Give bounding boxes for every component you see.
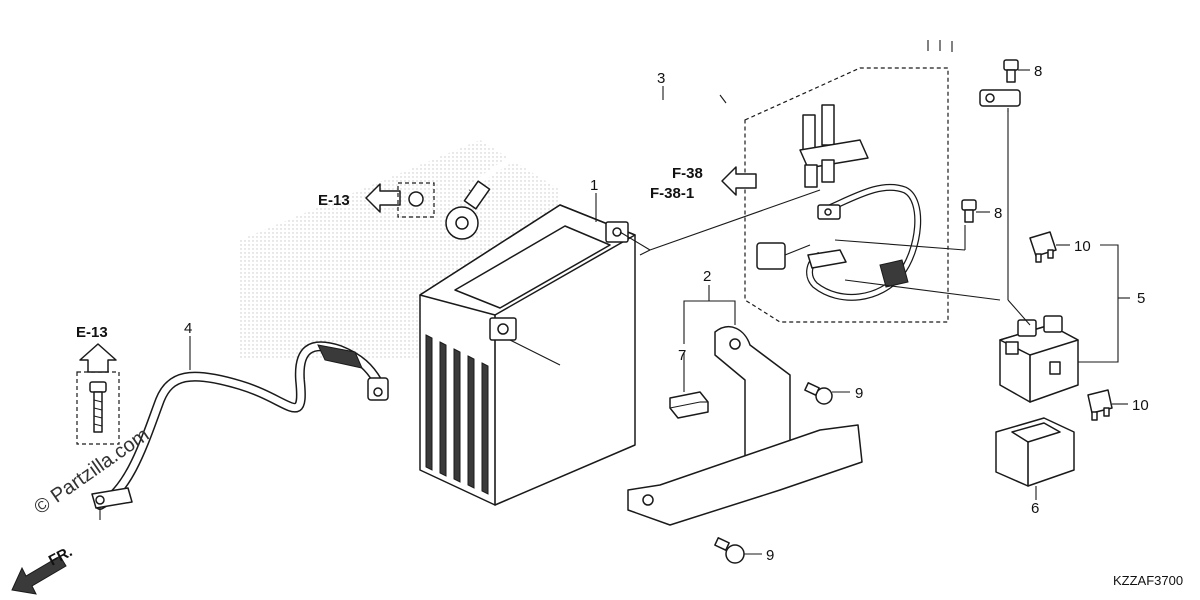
callout-9-upper: 9 xyxy=(855,385,863,402)
callout-10-upper: 10 xyxy=(1074,238,1091,255)
cable-lower xyxy=(91,341,389,520)
callout-10-lower: 10 xyxy=(1132,397,1149,414)
inner-wire xyxy=(756,183,922,301)
callout-9-lower: 9 xyxy=(766,547,774,564)
arrow-left-f38-icon xyxy=(721,166,757,196)
fuse-lower xyxy=(1087,389,1113,421)
coupler xyxy=(799,104,869,188)
callout-4: 4 xyxy=(184,320,192,337)
callout-7: 7 xyxy=(678,347,686,364)
callout-8-middle: 8 xyxy=(994,205,1002,222)
callout-1: 1 xyxy=(590,177,598,194)
dashed-group-box xyxy=(744,67,949,323)
bracket xyxy=(627,326,863,526)
ref-e13-bottom: E-13 xyxy=(76,324,108,341)
bolt-e13 xyxy=(76,371,120,445)
relay-cover xyxy=(995,417,1075,487)
leader-lines xyxy=(189,69,1130,555)
diagram-code: KZZAF3700 xyxy=(1113,573,1183,588)
ref-e13-left: E-13 xyxy=(318,192,350,209)
callout-8-upper: 8 xyxy=(1034,63,1042,80)
ref-f38-1: F-38-1 xyxy=(650,185,694,202)
arrow-up-e13-icon xyxy=(79,343,117,373)
callout-6: 6 xyxy=(1031,500,1039,517)
bolt-8-middle xyxy=(961,199,977,223)
bolt-8-upper xyxy=(1003,59,1019,83)
callout-2: 2 xyxy=(703,268,711,285)
cable-upper xyxy=(445,40,1021,240)
arrow-left-e13-icon xyxy=(365,182,435,218)
ref-f38: F-38 xyxy=(672,165,703,182)
bolt-upper-9 xyxy=(804,382,833,405)
callout-5: 5 xyxy=(1137,290,1145,307)
battery xyxy=(419,204,636,506)
fuse-upper xyxy=(1029,231,1057,263)
callout-3: 3 xyxy=(657,70,665,87)
starter-relay xyxy=(999,315,1079,403)
battery-ribs xyxy=(425,334,489,495)
front-arrow-icon xyxy=(11,555,67,595)
pad xyxy=(669,391,709,419)
bolt-lower-9 xyxy=(714,537,745,564)
